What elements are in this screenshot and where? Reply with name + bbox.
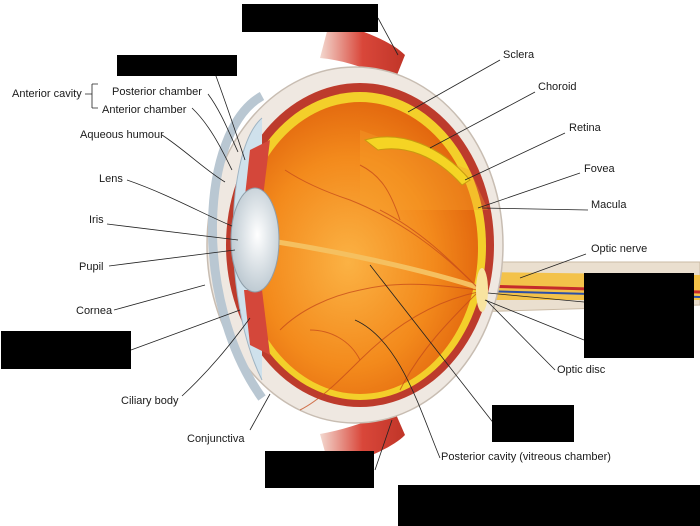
redacted-label-top — [242, 4, 378, 32]
label-anterior-cavity: Anterior cavity — [12, 88, 82, 101]
label-posterior-chamber: Posterior chamber — [112, 86, 202, 99]
redacted-label-bottom-wide — [398, 485, 700, 526]
label-ciliary-body: Ciliary body — [121, 395, 178, 408]
redacted-label-bottom — [265, 451, 374, 488]
label-posterior-cavity: Posterior cavity (vitreous chamber) — [441, 451, 611, 464]
label-conjunctiva: Conjunctiva — [187, 433, 244, 446]
label-optic-nerve: Optic nerve — [591, 243, 647, 256]
label-optic-disc: Optic disc — [557, 364, 605, 377]
redacted-label-middle — [492, 405, 574, 442]
redacted-label-left — [1, 331, 131, 369]
label-pupil: Pupil — [79, 261, 103, 274]
label-cornea: Cornea — [76, 305, 112, 318]
label-iris: Iris — [89, 214, 104, 227]
label-aqueous-humour: Aqueous humour — [80, 129, 164, 142]
label-sclera: Sclera — [503, 49, 534, 62]
redacted-label-upper-left — [117, 55, 237, 76]
label-anterior-chamber: Anterior chamber — [102, 104, 186, 117]
label-fovea: Fovea — [584, 163, 615, 176]
label-choroid: Choroid — [538, 81, 577, 94]
label-macula: Macula — [591, 199, 626, 212]
label-retina: Retina — [569, 122, 601, 135]
label-lens: Lens — [99, 173, 123, 186]
redacted-label-right — [584, 273, 694, 358]
